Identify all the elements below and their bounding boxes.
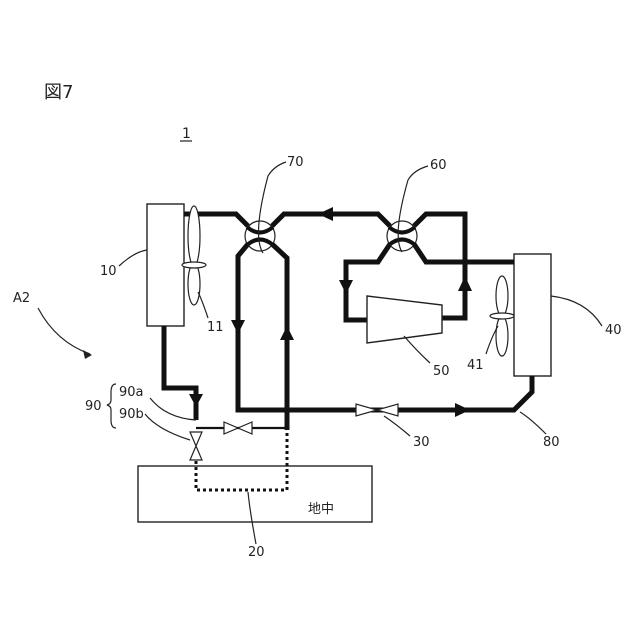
label-indoor-fan: 11 [207, 320, 224, 335]
label-system-tag: A2 [13, 291, 30, 306]
label-valve-90b: 90b [119, 407, 144, 422]
flow-arrow-top [318, 207, 333, 221]
ground-region-label: 地中 [308, 502, 334, 517]
expansion-valve-30 [356, 404, 398, 416]
flow-arrow-valve70-up [280, 326, 294, 340]
indoor-fan-11 [182, 206, 206, 305]
flow-arrow-right-riser [458, 276, 472, 291]
label-compressor: 50 [433, 364, 450, 379]
flow-arrow-indoor-down [189, 394, 203, 407]
system-tag-arrow [38, 308, 90, 354]
label-valve-90a: 90a [119, 385, 144, 400]
outdoor-fan-41 [490, 276, 514, 356]
label-outdoor-unit: 40 [605, 323, 622, 338]
label-outdoor-fan: 41 [467, 358, 484, 373]
flow-arrow-bottom [455, 403, 470, 417]
flow-arrow-left-loop [339, 280, 353, 294]
ground-region-box [138, 466, 372, 522]
label-ground-exchanger: 20 [248, 545, 265, 560]
valve-90b [190, 432, 202, 460]
label-four-way-valve-70: 70 [287, 155, 304, 170]
label-indoor-unit: 10 [100, 264, 117, 279]
flow-arrow-valve70-down [231, 320, 245, 334]
system-number: 1 [182, 126, 191, 142]
label-pipe-80: 80 [543, 435, 560, 450]
indoor-unit-box [147, 204, 184, 326]
system-tag-arrowhead [83, 350, 92, 359]
label-valve-group: 90 [85, 399, 102, 414]
outdoor-unit-box [514, 254, 551, 376]
figure-title: 図7 [44, 82, 73, 103]
label-four-way-valve-60: 60 [430, 158, 447, 173]
four-way-valve-60 [387, 221, 417, 251]
valve-90a [224, 422, 252, 434]
label-expansion-valve: 30 [413, 435, 430, 450]
